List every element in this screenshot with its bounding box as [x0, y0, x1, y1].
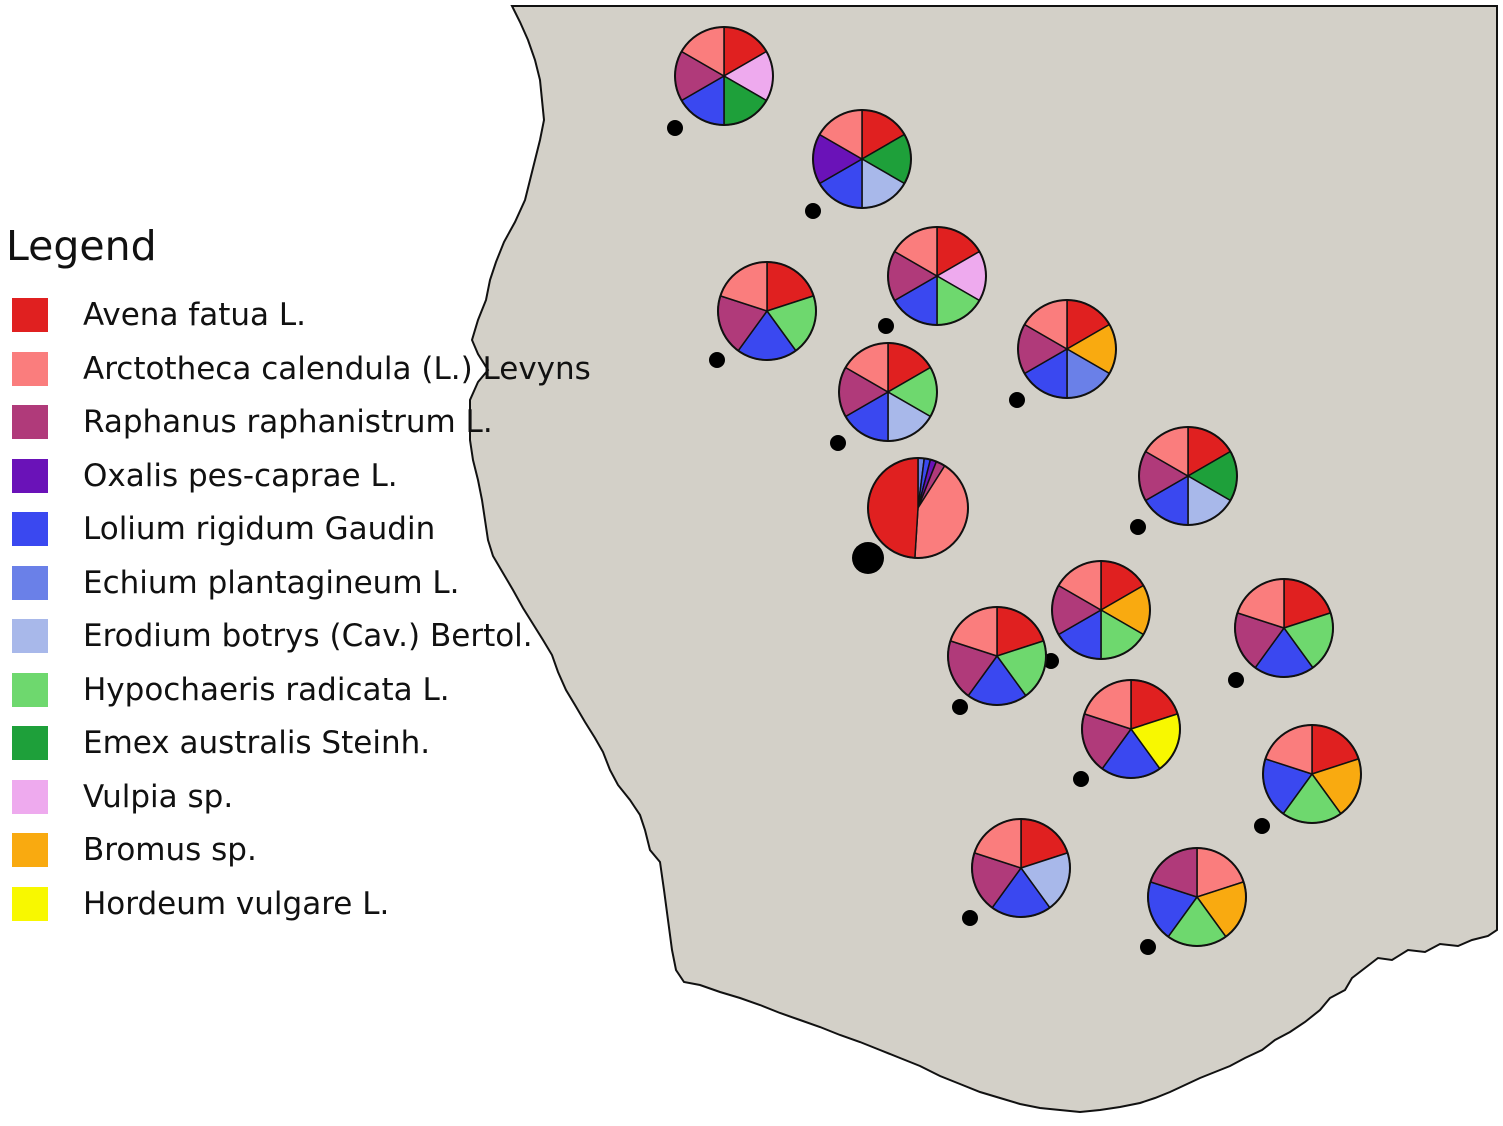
pie-outline: [1051, 560, 1151, 660]
site-pie-chart: [1043, 560, 1151, 669]
site-location-marker: [667, 120, 683, 136]
site-pie-chart: [1254, 724, 1362, 834]
site-pie-chart: [1130, 426, 1238, 535]
site-location-marker: [962, 910, 978, 926]
site-location-marker: [805, 203, 821, 219]
site-location-marker: [852, 542, 884, 574]
pie-outline: [838, 342, 938, 442]
pie-outline: [812, 109, 912, 209]
site-pie-chart: [1009, 299, 1117, 408]
site-location-marker: [1140, 939, 1156, 955]
site-location-marker: [1009, 392, 1025, 408]
pie-outline: [947, 606, 1047, 706]
site-location-marker: [1073, 771, 1089, 787]
site-location-marker: [1043, 653, 1059, 669]
site-location-marker: [1228, 672, 1244, 688]
site-location-marker: [952, 699, 968, 715]
site-pie-chart: [805, 109, 912, 219]
land-mass: [469, 5, 1498, 1114]
pie-outline: [1147, 847, 1247, 947]
site-pie-chart: [830, 342, 938, 451]
pie-outline: [1138, 426, 1238, 526]
pie-outline: [674, 26, 774, 126]
site-location-marker: [830, 435, 846, 451]
pie-outline: [867, 457, 969, 559]
site-location-marker: [709, 352, 725, 368]
pie-outline: [971, 818, 1071, 918]
pie-outline: [1234, 578, 1334, 678]
site-pie-chart: [852, 457, 969, 574]
site-location-marker: [878, 318, 894, 334]
pie-outline: [1081, 679, 1181, 779]
site-pie-chart: [947, 606, 1047, 715]
pie-outline: [887, 226, 987, 326]
site-pie-chart: [709, 261, 817, 368]
site-pie-chart: [878, 226, 987, 334]
site-pie-chart: [667, 26, 774, 136]
site-pie-chart: [1073, 679, 1181, 787]
site-pie-chart: [1228, 578, 1334, 688]
site-pie-chart: [962, 818, 1071, 926]
pie-outline: [1017, 299, 1117, 399]
site-location-marker: [1254, 818, 1270, 834]
site-pie-chart: [1140, 847, 1247, 955]
pie-outline: [1262, 724, 1362, 824]
site-location-marker: [1130, 519, 1146, 535]
pie-outline: [717, 261, 817, 361]
